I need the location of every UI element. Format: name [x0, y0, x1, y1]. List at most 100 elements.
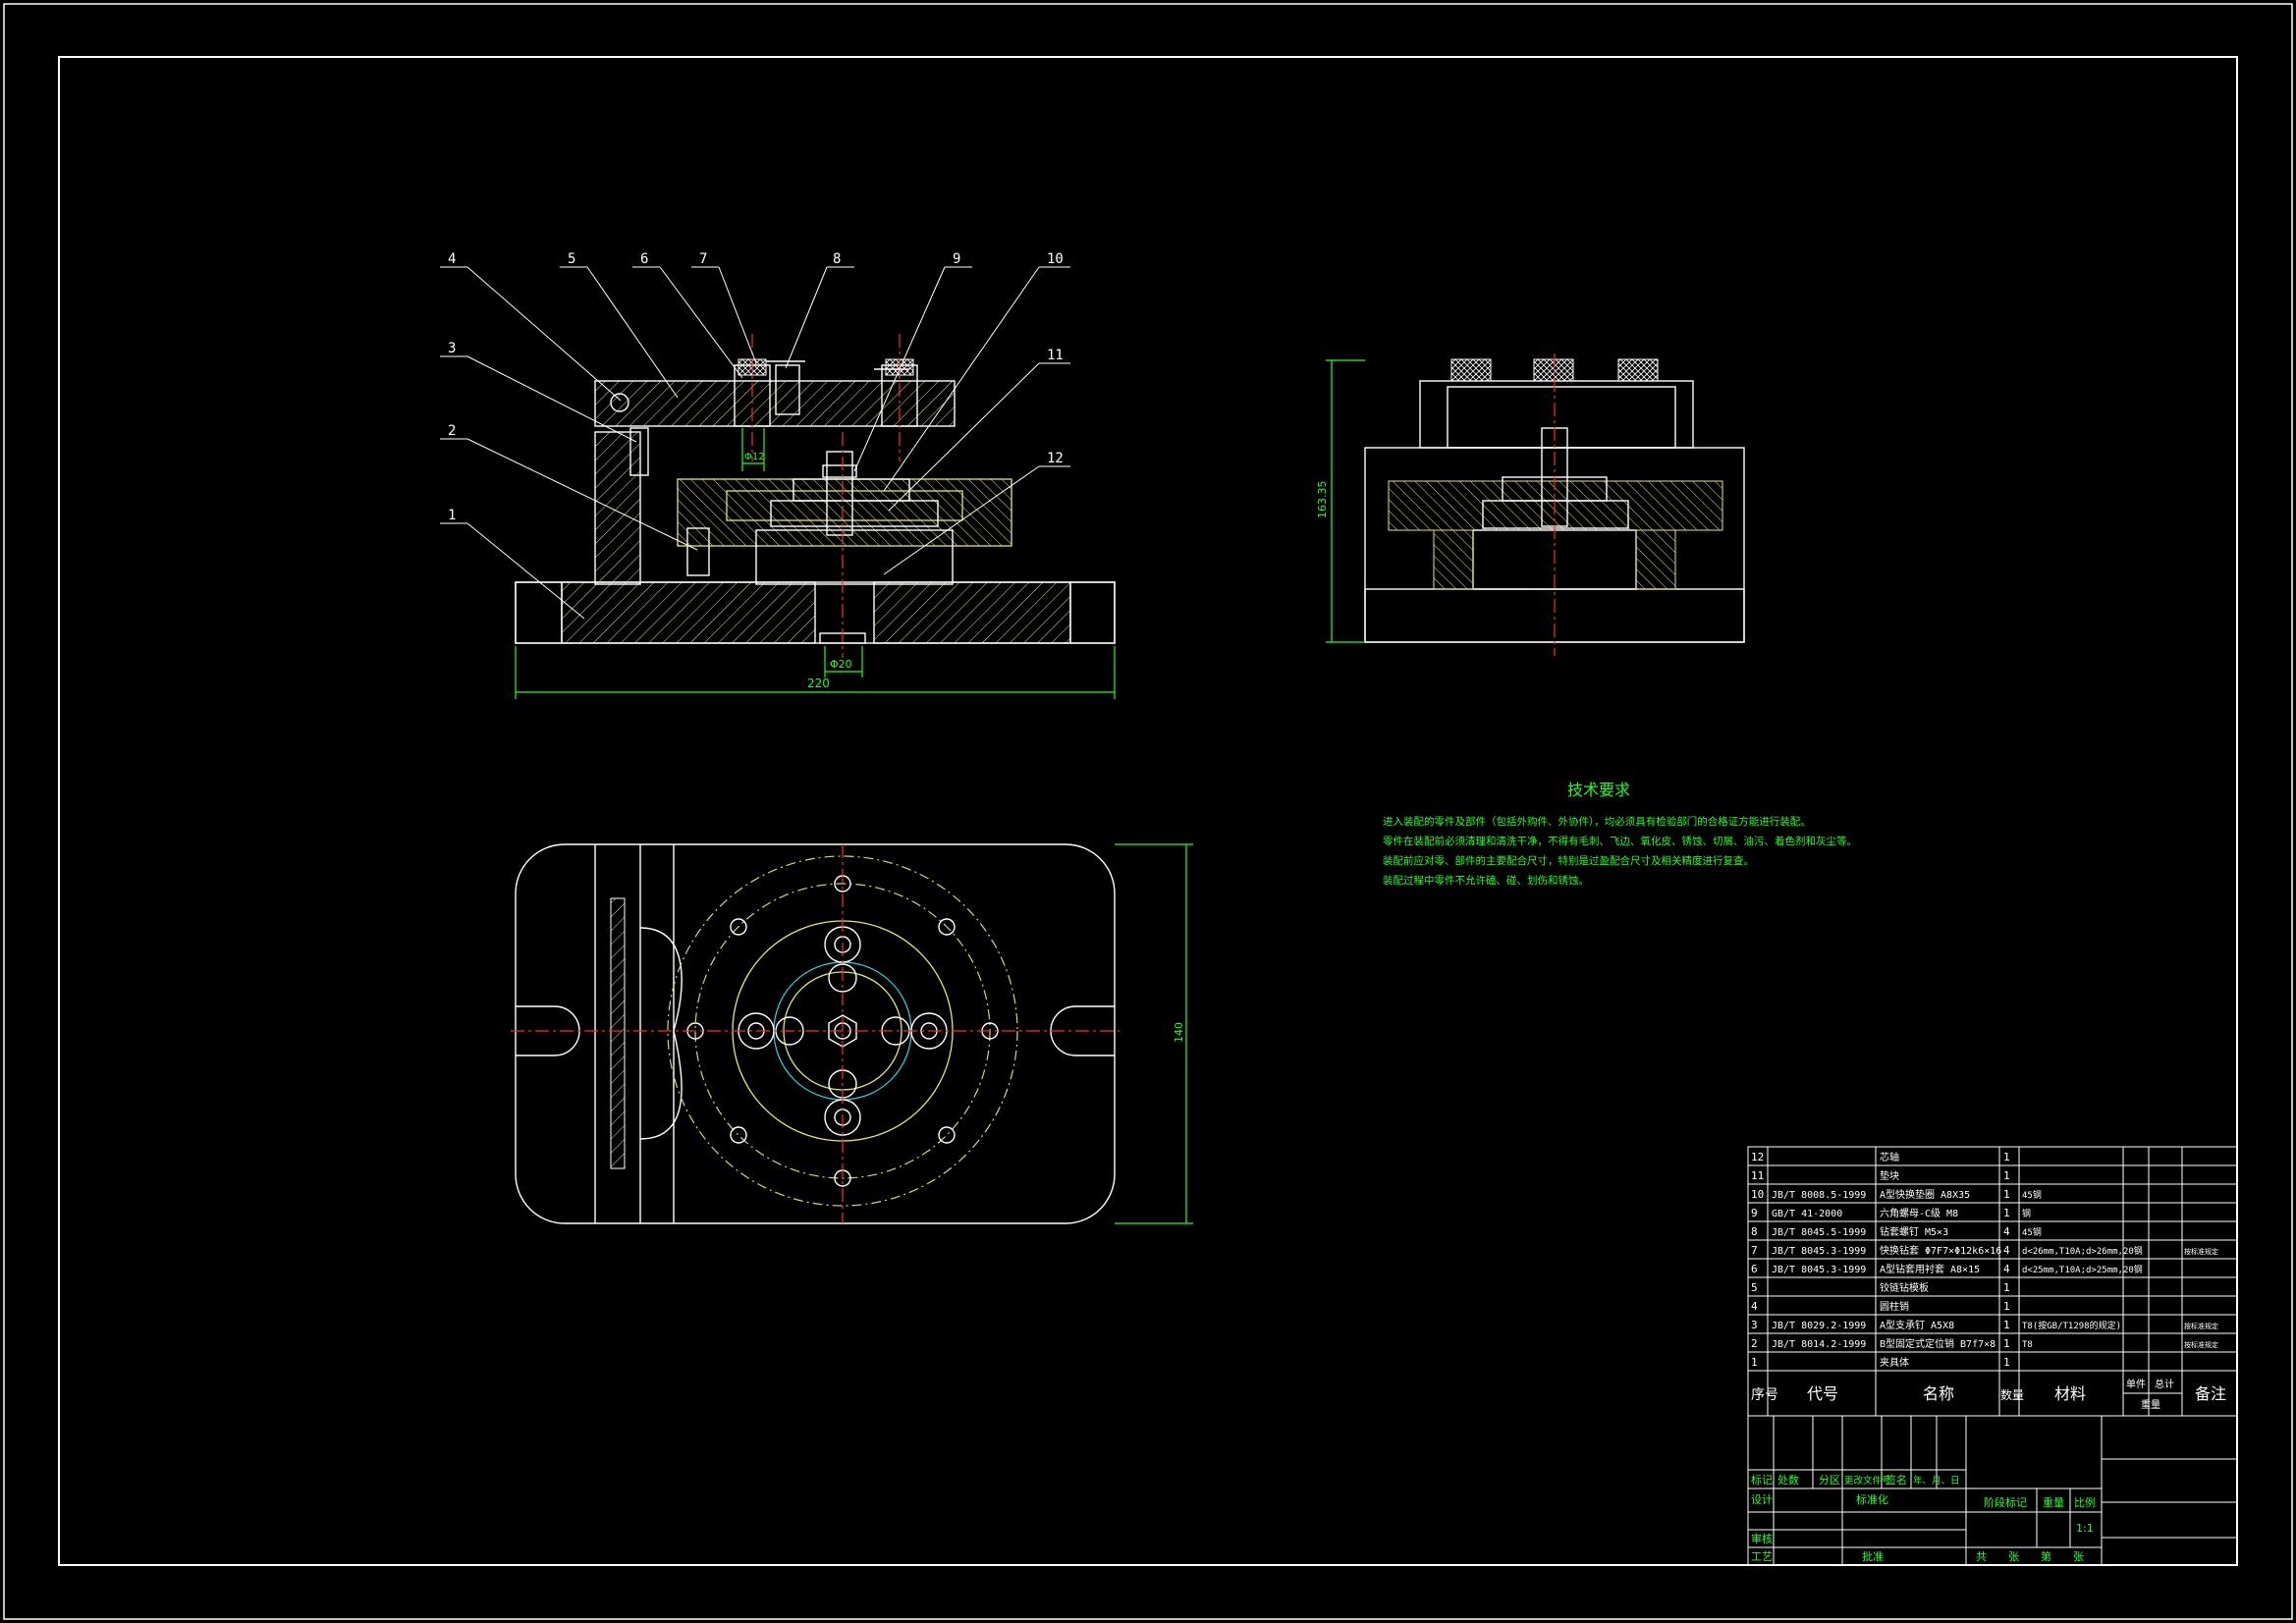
- tech-requirements: 技术要求 进入装配的零件及部件（包括外购件、外协件），均必须具有检验部门的合格证…: [1383, 781, 1857, 887]
- bom-cell-name: 铰链钻模板: [1880, 1281, 1929, 1294]
- side-view: 163.35: [1316, 353, 1745, 656]
- title-block-labels: 标记 处数 分区 更改文件号 签名 年、月、日 设计 标准化 阶段标记 重量 比…: [1751, 1473, 2096, 1563]
- bom-header: 序号 代号 名称 数量 材料 单件 总计 重量 备注: [1751, 1378, 2226, 1411]
- bom-cell-no: 11: [1751, 1169, 1764, 1182]
- bom-cell-qty: 1: [2003, 1207, 2010, 1219]
- bom-cell-no: 3: [1751, 1319, 1758, 1331]
- bom-cell-name: 快换钻套 Φ7F7×Φ12k6×16: [1880, 1244, 2001, 1257]
- bom-cell-mat: d<25mm,T10A;d>25mm,20钢: [2022, 1264, 2143, 1275]
- bom-cell-note: 按标准规定: [2184, 1322, 2218, 1330]
- dim-side-height: 163.35: [1316, 481, 1329, 519]
- bom-cell-name: A型快换垫圈 A8X35: [1880, 1188, 1970, 1201]
- bom-cell-qty: 1: [2003, 1151, 2010, 1163]
- bom-cell-code: JB/T 8045.5-1999: [1772, 1227, 1866, 1238]
- bom-cell-no: 8: [1751, 1225, 1758, 1238]
- bom-cell-qty: 4: [2003, 1225, 2010, 1238]
- balloon-5: 5: [568, 251, 575, 267]
- tb-sign: 签名: [1886, 1473, 1907, 1487]
- bom-cell-mat: T8: [2022, 1340, 2033, 1350]
- balloon-6: 6: [640, 251, 648, 267]
- bom-cell-no: 12: [1751, 1151, 1764, 1163]
- bom-cell-qty: 1: [2003, 1337, 2010, 1350]
- dim-140: 140: [1173, 1022, 1185, 1043]
- bom-cell-name: 垫块: [1880, 1169, 1899, 1182]
- leader-lines: [440, 266, 1070, 620]
- balloon-12: 12: [1047, 451, 1064, 466]
- bom-cell-name: B型固定式定位销 B7f7×8: [1880, 1337, 1995, 1350]
- balloon-9: 9: [953, 251, 960, 267]
- bom-cell-name: A型钻套用衬套 A8×15: [1880, 1263, 1980, 1275]
- bom-cell-note: 按标准规定: [2184, 1247, 2218, 1256]
- bom-header-qty: 数量: [2000, 1387, 2024, 1402]
- tb-process: 工艺: [1751, 1550, 1773, 1563]
- bom-cell-qty: 4: [2003, 1263, 2010, 1275]
- bom-cell-code: JB/T 8014.2-1999: [1772, 1339, 1866, 1350]
- balloon-4: 4: [448, 251, 456, 267]
- tech-line-1: 进入装配的零件及部件（包括外购件、外协件），均必须具有检验部门的合格证方能进行装…: [1383, 815, 1811, 828]
- bom-cell-code: JB/T 8008.5-1999: [1772, 1190, 1866, 1201]
- outer-border: [3, 3, 2293, 1620]
- tb-review: 审核: [1751, 1532, 1773, 1545]
- bom-cell-qty: 4: [2003, 1244, 2010, 1257]
- inner-border: [58, 56, 2238, 1566]
- bom-cell-code: GB/T 41-2000: [1772, 1209, 1842, 1219]
- tech-line-4: 装配过程中零件不允许磕、碰、划伤和锈蚀。: [1383, 874, 1589, 887]
- bom-header-note: 备注: [2195, 1384, 2226, 1403]
- bom-cell-qty: 1: [2003, 1188, 2010, 1201]
- bom-cell-code: JB/T 8045.3-1999: [1772, 1246, 1866, 1257]
- tb-approve: 批准: [1862, 1549, 1884, 1563]
- tech-line-2: 零件在装配前必须清理和清洗干净，不得有毛刺、飞边、氧化皮、锈蚀、切屑、油污、着色…: [1383, 835, 1857, 847]
- tb-mark: 标记: [1751, 1473, 1773, 1487]
- balloon-10: 10: [1047, 251, 1064, 267]
- bom-cell-mat: 钢: [2022, 1208, 2031, 1219]
- tb-design: 设计: [1751, 1493, 1773, 1506]
- bom-cell-mat: 45钢: [2022, 1189, 2042, 1201]
- bom-cell-qty: 1: [2003, 1169, 2010, 1182]
- bom-header-code: 代号: [1807, 1384, 1838, 1403]
- bom-cell-no: 7: [1751, 1244, 1758, 1257]
- dim-phi20: Φ20: [830, 658, 852, 671]
- balloon-8: 8: [833, 251, 841, 267]
- tb-std: 标准化: [1856, 1492, 1888, 1506]
- tech-line-3: 装配前应对零、部件的主要配合尺寸，特别是过盈配合尺寸及相关精度进行复查。: [1383, 854, 1754, 867]
- title-block: [1747, 1415, 2238, 1566]
- tb-scale: 比例: [2074, 1495, 2096, 1509]
- bom-cell-name: 芯轴: [1880, 1151, 1899, 1163]
- bom-cell-qty: 1: [2003, 1356, 2010, 1369]
- tb-scale-value: 1:1: [2076, 1522, 2094, 1535]
- bom-cell-code: JB/T 8045.3-1999: [1772, 1265, 1866, 1275]
- tb-doc: 更改文件号: [1844, 1475, 1891, 1487]
- balloon-labels: 4 3 2 1 5 6 7 8 9 10 11 12: [448, 251, 1064, 523]
- front-view: 220 Φ20 Φ12: [515, 334, 1116, 699]
- bom-cell-mat: T8(按GB/T1298的规定): [2022, 1320, 2121, 1331]
- tb-stage: 阶段标记: [1984, 1495, 2027, 1509]
- tb-zone: 分区: [1819, 1474, 1840, 1487]
- balloon-2: 2: [448, 423, 456, 439]
- bom-cell-no: 10: [1751, 1188, 1764, 1201]
- bom-cell-name: A型支承钉 A5X8: [1880, 1319, 1954, 1331]
- bom-cell-code: JB/T 8029.2-1999: [1772, 1321, 1866, 1331]
- bom-header-total: 总计: [2155, 1378, 2174, 1390]
- dim-220: 220: [807, 676, 830, 690]
- top-view: 140: [511, 843, 1193, 1224]
- dim-phi12: Φ12: [744, 452, 765, 462]
- bom-cell-name: 圆柱销: [1880, 1300, 1909, 1313]
- bom-cell-no: 4: [1751, 1300, 1758, 1313]
- bom-cell-note: 按标准规定: [2184, 1340, 2218, 1349]
- bom-header-weight: 重量: [2141, 1398, 2160, 1411]
- tb-count: 处数: [1777, 1474, 1799, 1487]
- balloon-3: 3: [448, 341, 456, 356]
- tb-sheets: 共 张 第 张: [1976, 1549, 2084, 1563]
- balloon-1: 1: [448, 508, 456, 523]
- tb-weight: 重量: [2043, 1495, 2064, 1509]
- bom-cell-no: 5: [1751, 1281, 1758, 1294]
- bom-header-name: 名称: [1923, 1384, 1954, 1403]
- bom-cell-qty: 1: [2003, 1281, 2010, 1294]
- tech-title: 技术要求: [1567, 781, 1630, 799]
- bom-table: [1747, 1146, 2238, 1417]
- bom-cell-mat: d<26mm,T10A;d>26mm,20钢: [2022, 1245, 2143, 1257]
- balloon-11: 11: [1047, 348, 1064, 363]
- bom-cell-name: 钻套螺钉 M5×3: [1880, 1225, 1948, 1238]
